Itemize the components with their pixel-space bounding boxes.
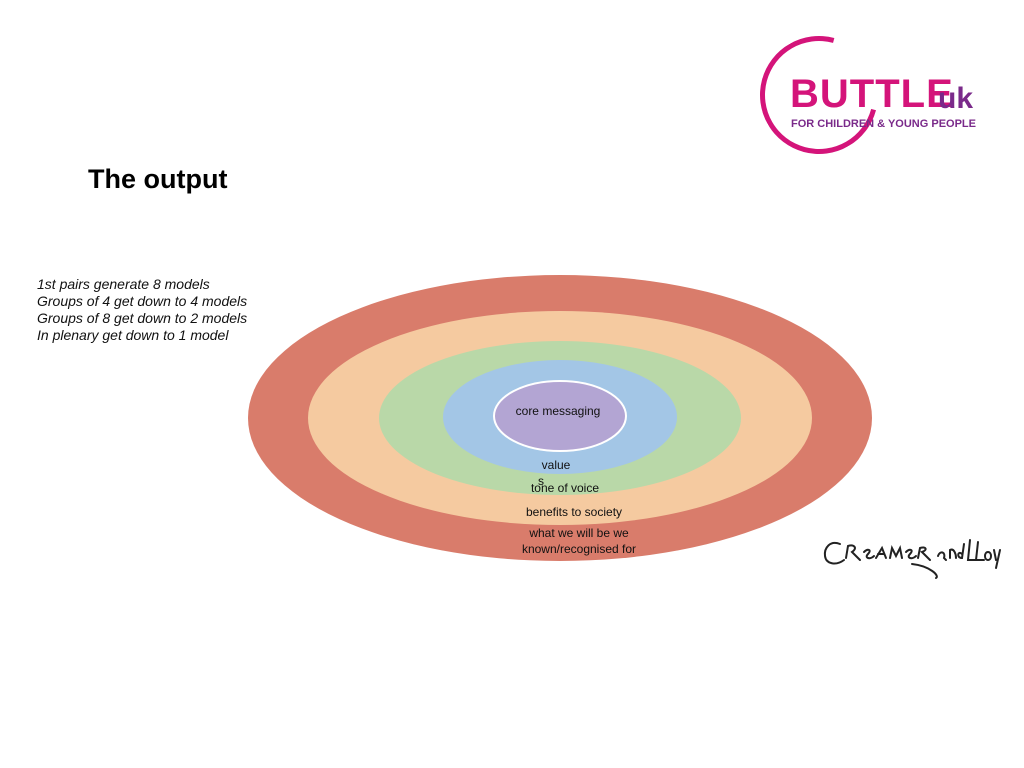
step-item: Groups of 8 get down to 2 models [37, 310, 248, 326]
logo-tagline: FOR CHILDREN & YOUNG PEOPLE [791, 118, 976, 130]
slide-title: The output [88, 164, 228, 194]
step-item: Groups of 4 get down to 4 models [37, 293, 248, 309]
ring-label-values-tail: s [538, 474, 544, 488]
ring-label-values: value [542, 458, 571, 472]
logo-suffix: uk [938, 82, 974, 115]
ring-label-tone: tone of voice [531, 481, 599, 495]
ring-label-outer-line1: what we will be we [528, 526, 629, 540]
step-item: 1st pairs generate 8 models [37, 276, 210, 292]
creamer-and-lloyd-signature [823, 539, 1001, 579]
ring-label-outer-line2: known/recognised for [522, 542, 636, 556]
ring-label-core: core messaging [516, 404, 601, 418]
ring-core [493, 380, 627, 452]
buttle-uk-logo: BUTTLE uk FOR CHILDREN & YOUNG PEOPLE [738, 14, 990, 176]
process-steps: 1st pairs generate 8 models Groups of 4 … [37, 276, 247, 344]
step-item: In plenary get down to 1 model [37, 327, 229, 343]
ring-label-benefits: benefits to society [526, 505, 622, 519]
logo-wordmark: BUTTLE [790, 72, 954, 116]
